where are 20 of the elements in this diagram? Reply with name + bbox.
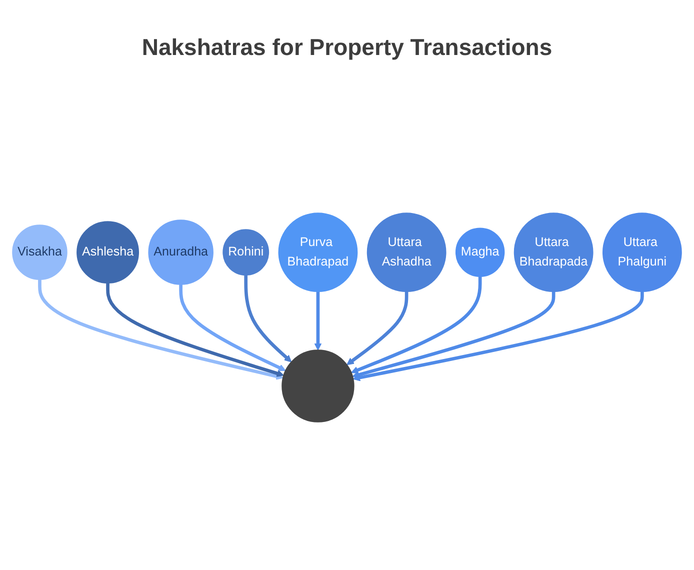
node-circle: Rohini	[222, 229, 270, 276]
arrow	[346, 292, 408, 366]
node-circle: Anuradha	[148, 220, 214, 285]
arrow	[352, 292, 644, 382]
arrow	[179, 284, 286, 372]
arrow	[244, 275, 292, 362]
node-circle: Uttara Bhadrapada	[514, 212, 594, 292]
node-circle: Uttara Phalguni	[602, 212, 682, 292]
arrow	[314, 292, 322, 350]
node-circle: Ashlesha	[76, 221, 139, 284]
diagram-title: Nakshatras for Property Transactions	[142, 34, 552, 61]
arrow	[106, 283, 284, 377]
arrow	[350, 276, 482, 374]
node-circle	[282, 350, 354, 422]
node-circle: Uttara Ashadha	[366, 212, 446, 292]
arrow	[38, 280, 284, 380]
node-circle: Purva Bhadrapad	[278, 212, 358, 292]
node-circle: Visakha	[12, 224, 68, 280]
node-circle: Magha	[455, 228, 505, 277]
arrow	[352, 292, 556, 378]
